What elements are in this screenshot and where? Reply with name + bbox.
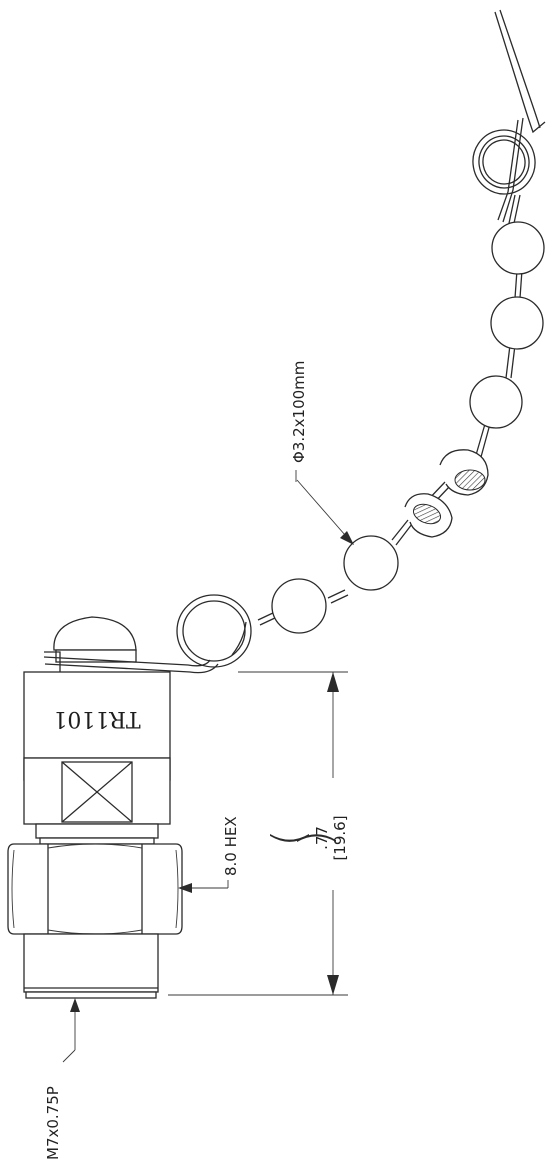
- chain-ball: [491, 221, 545, 275]
- thread-callout: M7x0.75P: [44, 998, 80, 1160]
- chain-callout-text: Φ3.2x100mm: [290, 361, 308, 463]
- chain-ball: [271, 578, 327, 634]
- chain-clip: [472, 9, 546, 223]
- hex-callout-text: 8.0 HEX: [222, 816, 240, 876]
- svg-text:(: (: [292, 829, 343, 846]
- chain-balls: [271, 221, 545, 634]
- chain-ball: [343, 535, 399, 591]
- length-dimension: ( ( .77 [19.6]: [168, 671, 349, 996]
- part-marking: TR1101: [53, 706, 140, 731]
- section-hatch: [454, 469, 486, 491]
- chain-section-cuts: [404, 449, 489, 538]
- fitting-body: TR1101: [7, 671, 183, 999]
- section-hatch: [412, 503, 442, 525]
- thread-callout-text: M7x0.75P: [44, 1086, 62, 1160]
- length-dimension-mm: [19.6]: [331, 815, 349, 860]
- chain-callout: Φ3.2x100mm: [290, 361, 354, 545]
- lower-clip-ring: [43, 594, 252, 674]
- chain-ball: [490, 296, 544, 350]
- cap-dome: [44, 616, 137, 672]
- chain-ball: [469, 375, 523, 429]
- length-dimension-inch: .77: [313, 826, 331, 850]
- hex-callout: 8.0 HEX: [178, 816, 240, 893]
- svg-text:(: (: [263, 829, 314, 846]
